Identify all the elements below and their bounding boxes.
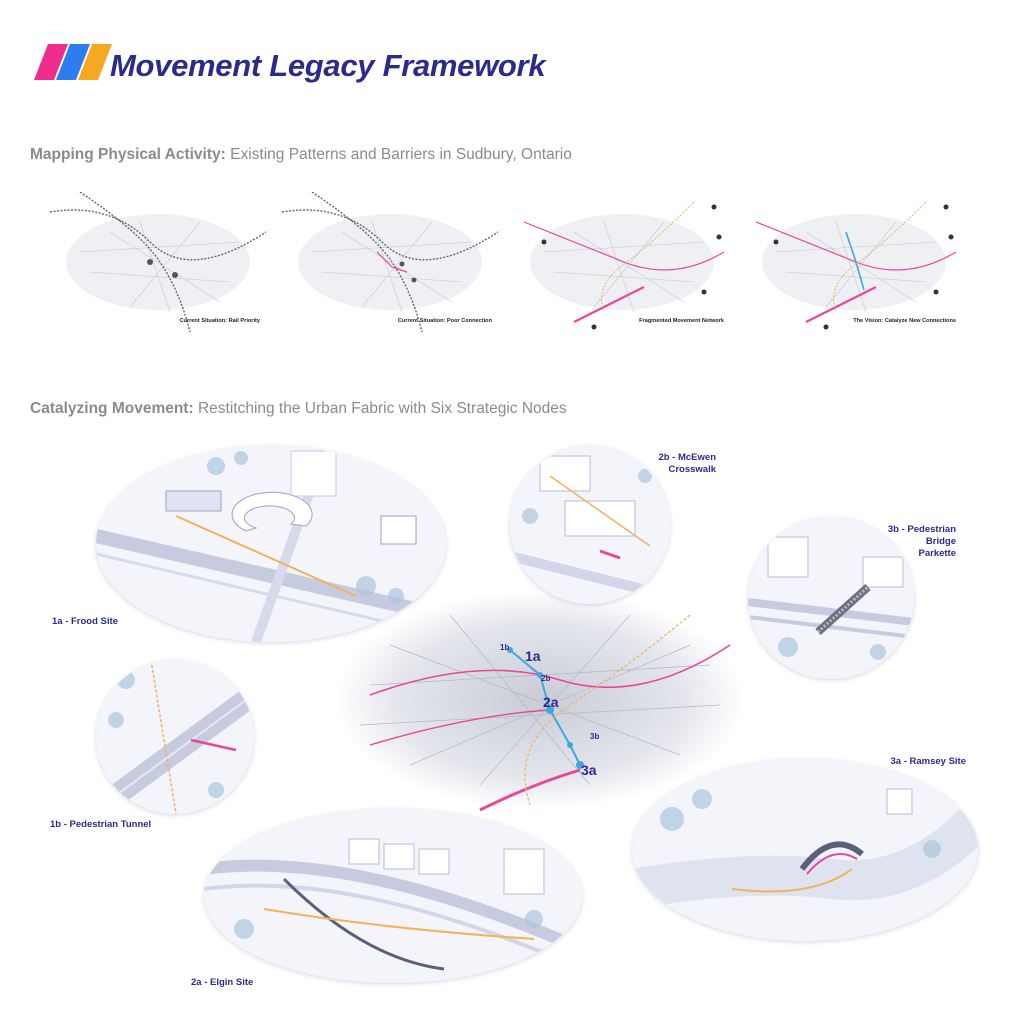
node-label-2b-line1: 2b - McEwen	[658, 452, 716, 463]
detail-oval-pedestrian-tunnel	[96, 660, 254, 814]
section-heading-bold: Mapping Physical Activity:	[30, 146, 226, 163]
map-tag-2a: 2a	[543, 694, 559, 710]
pedestrian-bridge-illustration	[748, 517, 914, 679]
section-heading-rest: Existing Patterns and Barriers in Sudbur…	[225, 146, 572, 163]
detail-oval-pedestrian-bridge	[748, 517, 914, 679]
detail-oval-ramsey-site	[632, 759, 978, 941]
elgin-site-illustration	[204, 809, 582, 983]
detail-oval-mcewen-crosswalk	[510, 446, 670, 604]
map-panel-vision: The Vision: Catalyze New Connections	[746, 192, 962, 332]
node-label-3a: 3a - Ramsey Site	[890, 756, 966, 767]
city-map-sketch	[523, 201, 725, 330]
mcewen-crosswalk-illustration	[510, 446, 670, 604]
panel-caption: The Vision: Catalyze New Connections	[853, 318, 956, 324]
map-tag-1b: 1b	[500, 643, 510, 652]
frood-site-illustration	[96, 446, 446, 642]
panel-caption: Fragmented Movement Network	[639, 318, 724, 324]
section-heading-bold: Catalyzing Movement:	[30, 400, 194, 417]
map-tag-2b: 2b	[541, 674, 551, 683]
map-panel-poor-connection: Current Situation: Poor Connection	[282, 192, 498, 332]
node-label-2b-line2: Crosswalk	[668, 464, 716, 475]
node-label-3b-line1: 3b - Pedestrian	[887, 524, 956, 535]
detail-oval-elgin-site	[204, 809, 582, 983]
section-heading-mapping: Mapping Physical Activity: Existing Patt…	[30, 146, 572, 164]
node-label-1b: 1b - Pedestrian Tunnel	[50, 819, 152, 830]
page-title: Movement Legacy Framework	[110, 48, 546, 83]
ramsey-site-illustration	[632, 759, 978, 941]
node-label-3b: 3b - Pedestrian Bridge Parkette	[852, 524, 956, 560]
map-panel-fragmented-network: Fragmented Movement Network	[514, 192, 730, 332]
map-tag-3b: 3b	[590, 732, 600, 741]
brand-logo-icon	[34, 44, 112, 80]
pedestrian-tunnel-illustration	[96, 660, 254, 814]
central-city-map	[335, 590, 745, 812]
panel-caption: Current Situation: Poor Connection	[397, 318, 492, 324]
city-map-sketch	[50, 192, 266, 332]
city-map-sketch	[755, 201, 957, 330]
node-label-1a: 1a - Frood Site	[52, 616, 118, 627]
node-label-3b-line3: Parkette	[918, 548, 957, 559]
node-label-2a: 2a - Elgin Site	[191, 977, 254, 988]
map-panel-rail-priority: Current Situation: Rail Priority	[50, 192, 266, 332]
section-heading-rest: Restitching the Urban Fabric with Six St…	[193, 400, 567, 417]
map-tag-3a: 3a	[581, 762, 597, 778]
city-map-sketch	[282, 192, 498, 332]
panel-caption: Current Situation: Rail Priority	[179, 318, 261, 324]
node-label-2b: 2b - McEwen Crosswalk	[620, 452, 716, 476]
detail-oval-frood-site	[96, 446, 446, 642]
map-tag-1a: 1a	[525, 648, 541, 664]
node-label-3b-line2: Bridge	[925, 536, 956, 547]
section-heading-catalyzing: Catalyzing Movement: Restitching the Urb…	[30, 400, 567, 418]
